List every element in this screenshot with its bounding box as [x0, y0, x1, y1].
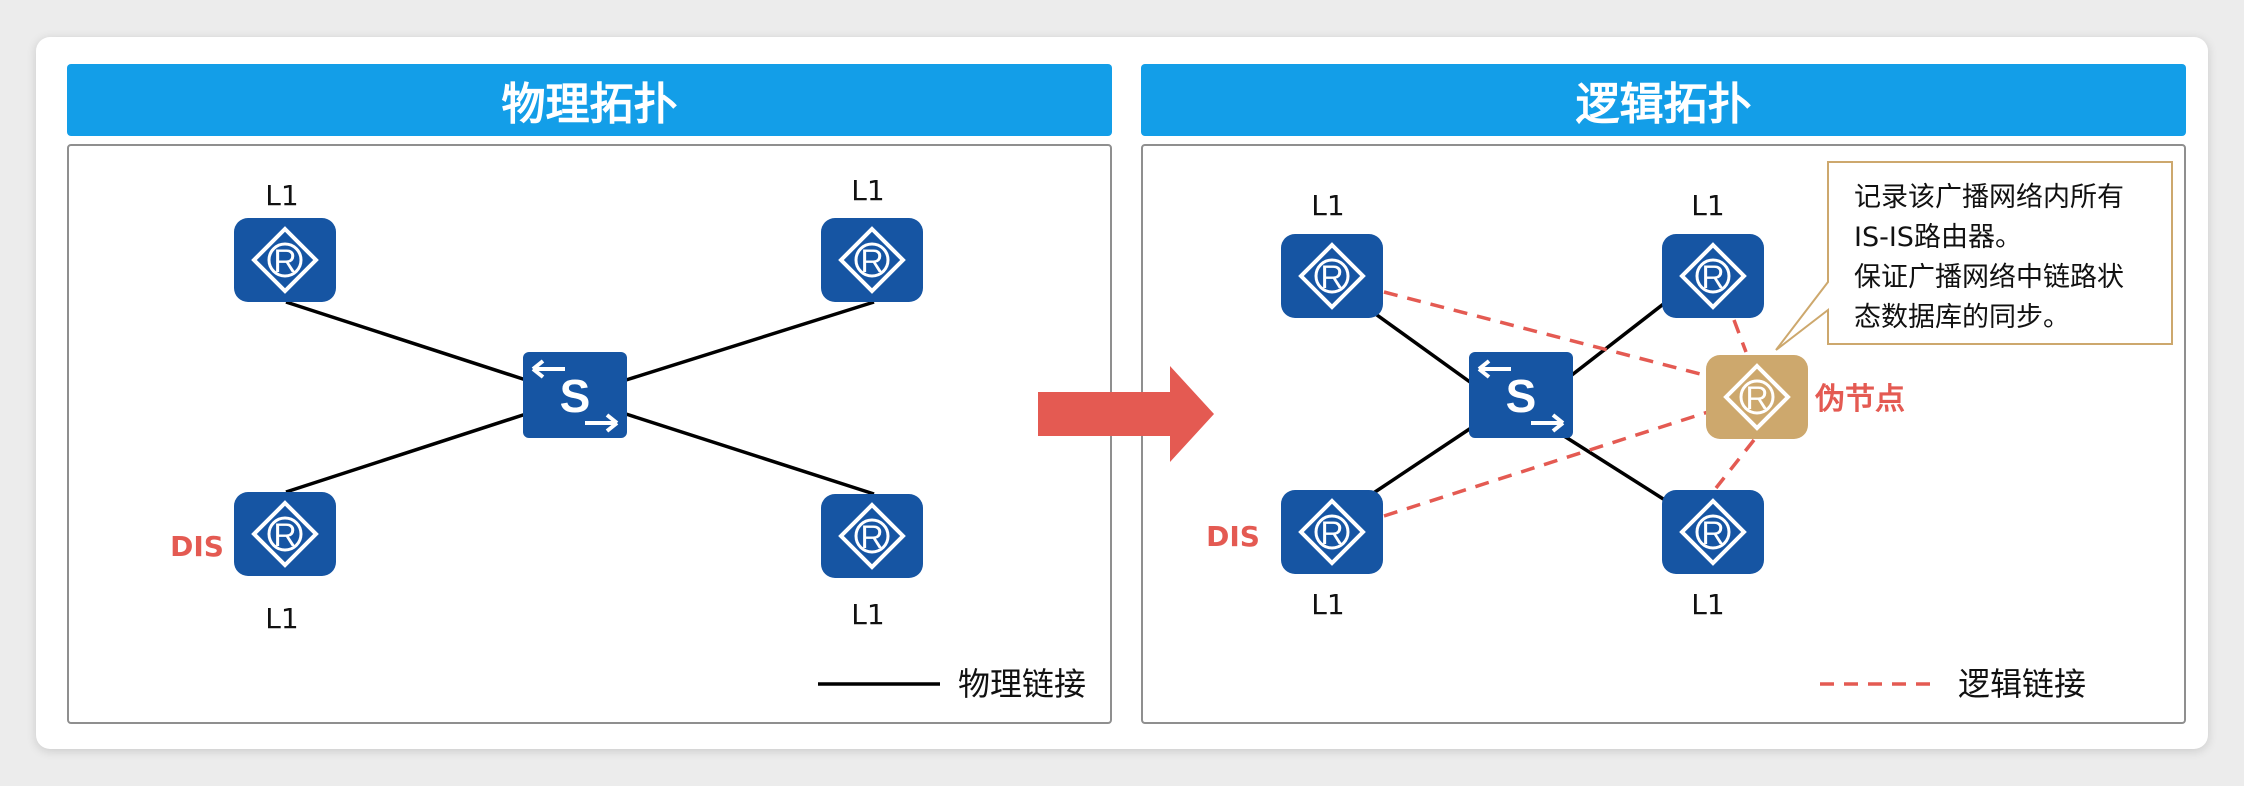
switch-letter: S	[1506, 370, 1537, 422]
logical-topology-title: 逻辑拓扑	[1575, 79, 1752, 130]
switch-letter: S	[560, 370, 591, 422]
physical-links	[1368, 300, 1669, 504]
dis-label: DIS	[1206, 520, 1260, 553]
router-letter: R	[860, 243, 883, 279]
physical-topology-title: 物理拓扑	[501, 79, 678, 130]
router-icon: R	[234, 492, 336, 576]
router-level-label: L1	[265, 602, 298, 635]
router-level-label: L1	[1311, 588, 1344, 621]
router-level-label: L1	[851, 598, 884, 631]
router-icon: R	[821, 494, 923, 578]
router-letter: R	[273, 517, 296, 553]
router-icon: R	[1662, 490, 1764, 574]
router-level-label: L1	[1691, 189, 1724, 222]
physical-topology-header: 物理拓扑	[67, 64, 1112, 136]
router-letter: R	[273, 243, 296, 279]
note-line: 态数据库的同步。	[1854, 302, 2070, 333]
router-level-label: L1	[851, 174, 884, 207]
logical-links	[1383, 290, 1756, 518]
pseudonode-label: 伪节点	[1815, 382, 1905, 417]
note-line: 保证广播网络中链路状	[1854, 262, 2124, 293]
router-icon: R	[1662, 234, 1764, 318]
switch-icon: S	[523, 352, 627, 438]
router-letter: R	[1701, 515, 1724, 551]
router-icon: R	[234, 218, 336, 302]
pseudonode-router-icon: R	[1706, 355, 1808, 439]
note-line: IS-IS路由器。	[1854, 222, 2022, 253]
router-level-label: L1	[1311, 189, 1344, 222]
router-icon: R	[1281, 234, 1383, 318]
physical-links	[285, 300, 875, 496]
note-line: 记录该广播网络内所有	[1854, 182, 2124, 213]
logical-link-legend-label: 逻辑链接	[1958, 665, 2086, 703]
router-level-label: L1	[265, 179, 298, 212]
router-letter: R	[1320, 259, 1343, 295]
note-callout	[1775, 161, 2173, 351]
logical-topology-header: 逻辑拓扑	[1141, 64, 2186, 136]
router-level-label: L1	[1691, 588, 1724, 621]
switch-icon: S	[1469, 352, 1573, 438]
pseudonode-note: 记录该广播网络内所有 IS-IS路由器。 保证广播网络中链路状 态数据库的同步。	[1828, 162, 2172, 344]
router-letter: R	[860, 519, 883, 555]
right-arrow-icon	[1038, 366, 1214, 462]
router-icon: R	[821, 218, 923, 302]
router-icon: R	[1281, 490, 1383, 574]
router-letter: R	[1320, 515, 1343, 551]
physical-link-legend-label: 物理链接	[958, 665, 1086, 703]
router-letter: R	[1701, 259, 1724, 295]
router-letter: R	[1745, 380, 1768, 416]
dis-label: DIS	[170, 530, 224, 563]
